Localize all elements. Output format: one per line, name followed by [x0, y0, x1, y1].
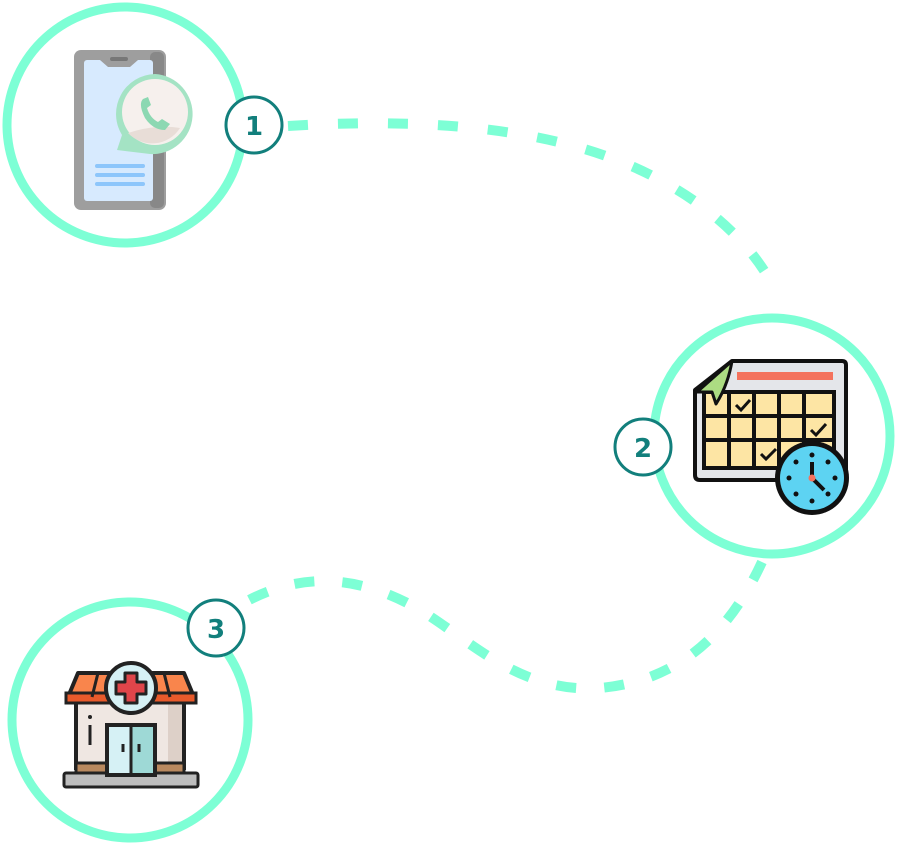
connector-1-2	[287, 118, 783, 299]
calendar-clock-icon	[693, 359, 849, 515]
step-3: 3	[7, 597, 253, 843]
step-1-number-badge: 1	[224, 95, 284, 155]
step-1-number: 1	[245, 112, 263, 142]
clinic-building-icon	[62, 661, 200, 789]
step-2-number-badge: 2	[613, 417, 673, 477]
step-3-number-badge: 3	[186, 598, 246, 658]
smartphone-whatsapp-icon	[74, 50, 193, 210]
connector-2-3	[237, 559, 767, 694]
step-1: 1	[2, 2, 284, 248]
step-2: 2	[613, 313, 895, 559]
step-3-number: 3	[207, 615, 225, 645]
step-2-number: 2	[634, 434, 652, 464]
